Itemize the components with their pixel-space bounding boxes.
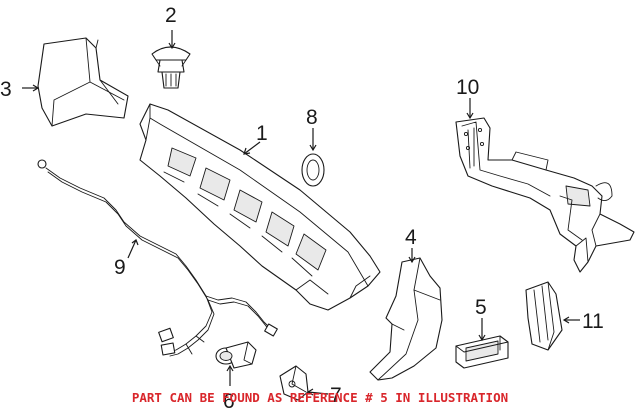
callout-7: 7 (330, 384, 342, 407)
callout-4: 4 (405, 226, 417, 249)
reference-caption: PART CAN BE FOUND AS REFERENCE # 5 IN IL… (132, 390, 508, 405)
part-2-push-clip (151, 46, 191, 89)
part-3-corner-bracket (37, 37, 129, 127)
callout-6: 6 (223, 390, 235, 412)
part-10-tow-hitch (455, 117, 635, 273)
callout-5: 5 (475, 296, 487, 319)
part-4-side-bracket (369, 257, 443, 381)
callout-numbers: 3 2 1 8 10 9 4 5 11 6 7 (0, 4, 604, 412)
part-8-grommet (301, 153, 325, 187)
callout-leaders (22, 30, 580, 396)
callout-9: 9 (114, 256, 126, 279)
callout-2: 2 (165, 4, 177, 27)
part-1-bumper-reinforcement (139, 103, 381, 311)
part-5-sensor-module (455, 335, 509, 369)
callout-8: 8 (306, 106, 318, 129)
callout-1: 1 (256, 122, 268, 145)
part-9-wiring-harness (37, 159, 278, 357)
part-6-park-sensor (215, 341, 257, 369)
callout-11: 11 (582, 310, 604, 333)
part-11-bracket-panel (525, 281, 563, 351)
callout-10: 10 (456, 76, 479, 99)
callout-3: 3 (0, 78, 12, 101)
